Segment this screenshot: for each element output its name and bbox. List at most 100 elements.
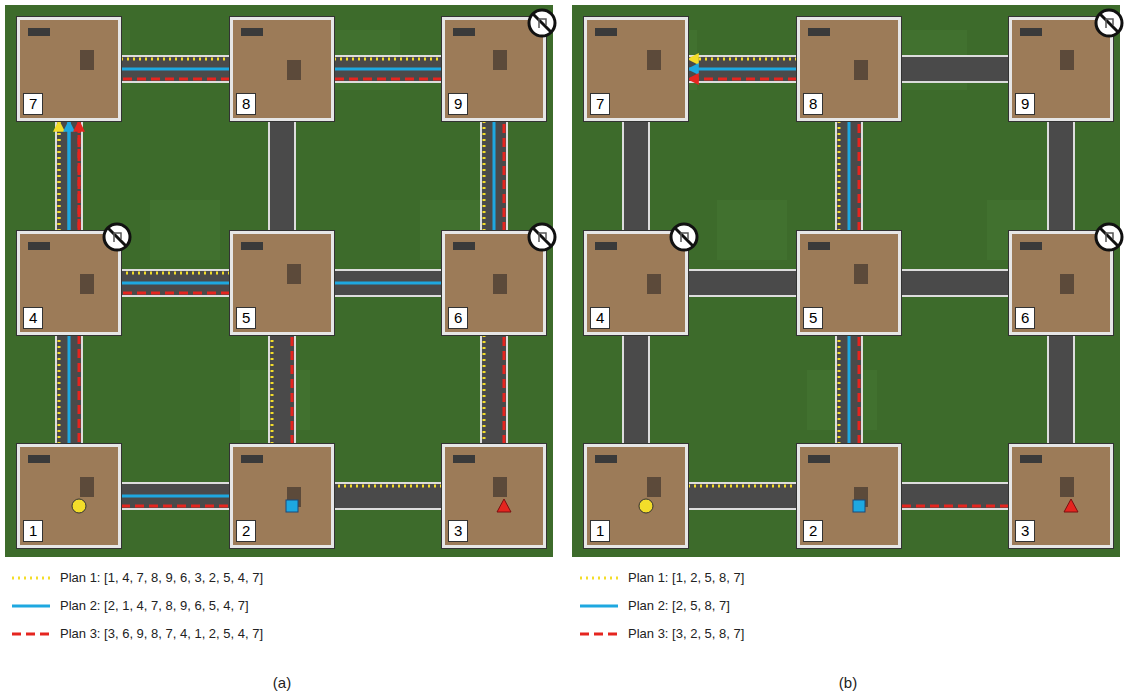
no-entry-symbol: [1094, 8, 1124, 38]
room-box: 1: [17, 444, 121, 548]
start-circle: [72, 499, 86, 513]
route-segment: [688, 485, 797, 488]
road: [901, 270, 1009, 296]
room-number: 5: [803, 307, 823, 329]
room-number: 6: [448, 307, 468, 329]
road: [688, 270, 797, 296]
route-segment: [334, 78, 442, 81]
room-box: 9: [442, 17, 546, 121]
room-box: 2: [797, 444, 901, 548]
legend-line-sample: [10, 628, 52, 640]
road: [688, 56, 797, 82]
route-segment: [848, 335, 851, 444]
route-segment: [483, 121, 486, 231]
route-segment: [271, 335, 274, 444]
route-segment: [848, 121, 851, 231]
room-box: 8: [797, 17, 901, 121]
room-box: 6: [1009, 231, 1113, 335]
legend-text: Plan 1: [1, 2, 5, 8, 7]: [628, 570, 744, 585]
no-entry-symbol: [527, 8, 557, 38]
route-segment: [78, 121, 81, 231]
room-box: 4: [17, 231, 121, 335]
route-segment: [688, 78, 797, 81]
room-box: 7: [17, 17, 121, 121]
room-number: 8: [236, 93, 256, 115]
route-segment: [493, 121, 496, 231]
route-segment: [121, 282, 230, 285]
route-segment: [483, 335, 486, 444]
road: [623, 121, 649, 231]
legend-text: Plan 2: [2, 5, 8, 7]: [628, 598, 730, 613]
road: [334, 56, 442, 82]
room-number: 5: [236, 307, 256, 329]
road: [836, 121, 862, 231]
room-box: 3: [442, 444, 546, 548]
road: [1048, 121, 1074, 231]
room-box: 5: [797, 231, 901, 335]
start-circle: [639, 499, 653, 513]
no-entry-symbol: [1094, 222, 1124, 252]
route-segment: [121, 68, 230, 71]
route-segment: [901, 505, 1009, 508]
route-segment: [78, 121, 81, 231]
route-segment: [858, 121, 861, 231]
route-segment: [688, 58, 797, 61]
grass-ground: [572, 5, 1120, 557]
road: [56, 335, 82, 444]
road: [836, 335, 862, 444]
route-segment: [58, 121, 61, 231]
route-segment: [121, 58, 230, 61]
room-box: 7: [584, 17, 688, 121]
room-number: 7: [23, 93, 43, 115]
room-number: 7: [590, 93, 610, 115]
road: [901, 483, 1009, 509]
room-number: 1: [590, 520, 610, 542]
grass-patch: [150, 200, 220, 260]
room-number: 2: [803, 520, 823, 542]
route-segment: [838, 335, 841, 444]
route-segment: [334, 58, 442, 61]
room-box: 1: [584, 444, 688, 548]
legend-entry: Plan 1: [1, 2, 5, 8, 7]: [578, 570, 744, 585]
room-number: 6: [1015, 307, 1035, 329]
grass-patch: [717, 200, 787, 260]
road: [481, 121, 507, 231]
legend-entry: Plan 1: [1, 4, 7, 8, 9, 6, 3, 2, 5, 4, 7…: [10, 570, 263, 585]
room-number: 3: [1015, 520, 1035, 542]
legend-text: Plan 3: [3, 2, 5, 8, 7]: [628, 626, 744, 641]
road: [121, 483, 230, 509]
road: [56, 121, 82, 231]
grass-ground: [5, 5, 553, 557]
road: [269, 121, 295, 231]
road: [481, 335, 507, 444]
room-box: 8: [230, 17, 334, 121]
room-number: 4: [23, 307, 43, 329]
route-segment: [121, 495, 230, 498]
route-segment: [121, 505, 230, 508]
route-segment: [858, 335, 861, 444]
room-box: 5: [230, 231, 334, 335]
route-segment: [503, 335, 506, 444]
legend-entry: Plan 3: [3, 2, 5, 8, 7]: [578, 626, 744, 641]
legend-entry: Plan 2: [2, 5, 8, 7]: [578, 598, 730, 613]
legend-text: Plan 1: [1, 4, 7, 8, 9, 6, 3, 2, 5, 4, 7…: [60, 570, 263, 585]
room-box: 6: [442, 231, 546, 335]
route-segment: [838, 121, 841, 231]
road: [901, 56, 1009, 82]
road: [688, 483, 797, 509]
route-segment: [78, 335, 81, 444]
road: [334, 270, 442, 296]
legend-line-sample: [578, 628, 620, 640]
legend-line-sample: [578, 572, 620, 584]
route-segment: [58, 121, 61, 231]
route-segment: [334, 68, 442, 71]
road: [269, 335, 295, 444]
legend-text: Plan 3: [3, 6, 9, 8, 7, 4, 1, 2, 5, 4, 7…: [60, 626, 263, 641]
start-square: [853, 500, 865, 512]
road: [121, 56, 230, 82]
route-segment: [291, 335, 294, 444]
room-number: 8: [803, 93, 823, 115]
